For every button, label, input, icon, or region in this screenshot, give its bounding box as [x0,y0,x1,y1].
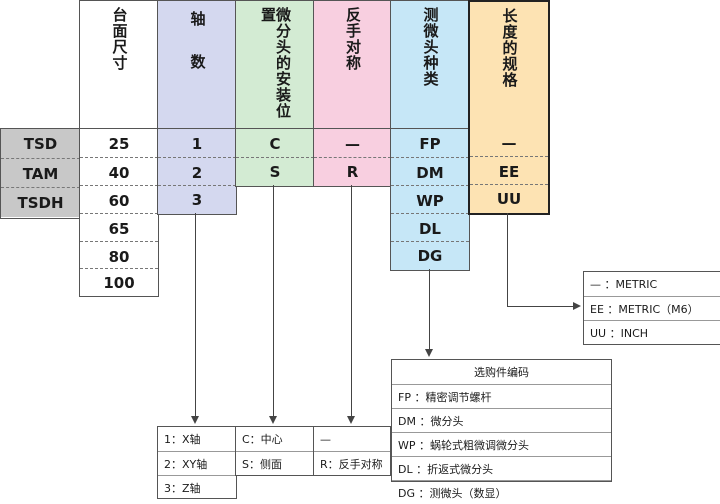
legend-handed-item: — [320,432,331,446]
legend-position: C：中心 S：侧面 [235,426,315,476]
size-cell: 80 [80,241,158,271]
length-connector-horizontal [507,306,573,307]
axis-column: 1 2 3 [157,128,237,215]
micrometer-type-cell: DM [391,157,469,187]
micrometer-type-cell: DL [391,213,469,243]
header-handed: 反手对称 [313,0,392,129]
legend-axis: 1：X轴 2：XY轴 3：Z轴 [157,426,237,499]
size-cell: 40 [80,157,158,187]
legend-options-item: WP ：蜗轮式粗微调微分头 [392,432,611,456]
micrometer-type-cell: FP [419,134,441,153]
micrometer-type-arrow [425,349,433,357]
axis-cell: 1 [191,134,203,153]
length-spec-cell: UU [470,184,548,212]
axis-cell: 3 [158,185,236,214]
legend-options-item: FP ：精密调节螺杆 [392,384,611,408]
legend-position-item: S：侧面 [236,451,314,475]
series-cell: TSDH [1,187,80,217]
position-column: C S [235,128,315,187]
header-axis: 轴数 [157,0,237,129]
legend-options-item: DM ：微分头 [392,408,611,432]
handed-cell: R [314,157,391,186]
handed-arrow [347,416,355,424]
micrometer-type-connector [429,269,430,349]
position-cell: C [269,134,281,153]
series-cell: TSD [1,129,80,158]
axis-cell: 2 [158,157,236,187]
size-cell: 25 [108,134,130,153]
header-micrometer-type: 测微头种类 [390,0,470,129]
position-arrow [269,416,277,424]
legend-options-title: 选购件编码 [474,366,529,379]
legend-length-item: UU ：INCH [584,320,720,344]
size-cell: 65 [80,213,158,243]
header-micrometer-position-label: 微分头的安装位置 [259,7,292,119]
header-size: 台面尺寸 [79,0,159,129]
header-micrometer-type-label: 测微头种类 [421,7,440,87]
legend-axis-item: 2：XY轴 [158,451,236,475]
size-column: 25 40 60 65 80 100 [79,128,159,297]
legend-length-item: — ：METRIC [590,278,658,291]
handed-connector [351,185,352,416]
micrometer-type-column: FP DM WP DL DG [390,128,470,271]
legend-position-item: C：中心 [242,433,283,446]
header-size-label: 台面尺寸 [110,7,129,71]
length-spec-column: — EE UU [468,128,550,215]
axis-arrow [191,416,199,424]
length-spec-cell: EE [470,156,548,186]
size-cell: 100 [80,268,158,296]
header-axis-label: 轴数 [188,11,207,97]
legend-options: 选购件编码 FP ：精密调节螺杆 DM ：微分头 WP ：蜗轮式粗微调微分头 D… [391,359,612,500]
length-arrow [573,302,581,310]
legend-axis-item: 1：X轴 [164,433,201,446]
position-cell: S [236,157,314,186]
header-handed-label: 反手对称 [344,7,362,71]
legend-handed-item: R：反手对称 [314,451,390,475]
header-length-spec-label: 长度的规格 [500,8,519,88]
handed-column: — R [313,128,392,187]
position-connector [273,185,274,416]
legend-axis-item: 3：Z轴 [158,475,236,499]
legend-options-item: DG ：测微头（数显） [392,480,611,504]
micrometer-type-cell: WP [391,185,469,215]
handed-cell: — [345,134,360,153]
series-column: TSD TAM TSDH [0,128,81,219]
length-spec-cell: — [501,133,517,152]
series-cell: TAM [1,158,80,188]
header-micrometer-position: 微分头的安装位置 [235,0,315,129]
axis-connector [195,213,196,416]
length-connector-vertical [507,213,508,307]
legend-length-item: EE ：METRIC（M6） [584,296,720,320]
legend-handed: — R：反手对称 [313,426,391,476]
size-cell: 60 [80,185,158,215]
micrometer-type-cell: DG [391,241,469,270]
legend-options-item: DL ：折返式微分头 [392,456,611,480]
legend-length: — ：METRIC EE ：METRIC（M6） UU ：INCH [583,271,720,345]
header-length-spec: 长度的规格 [468,0,550,130]
